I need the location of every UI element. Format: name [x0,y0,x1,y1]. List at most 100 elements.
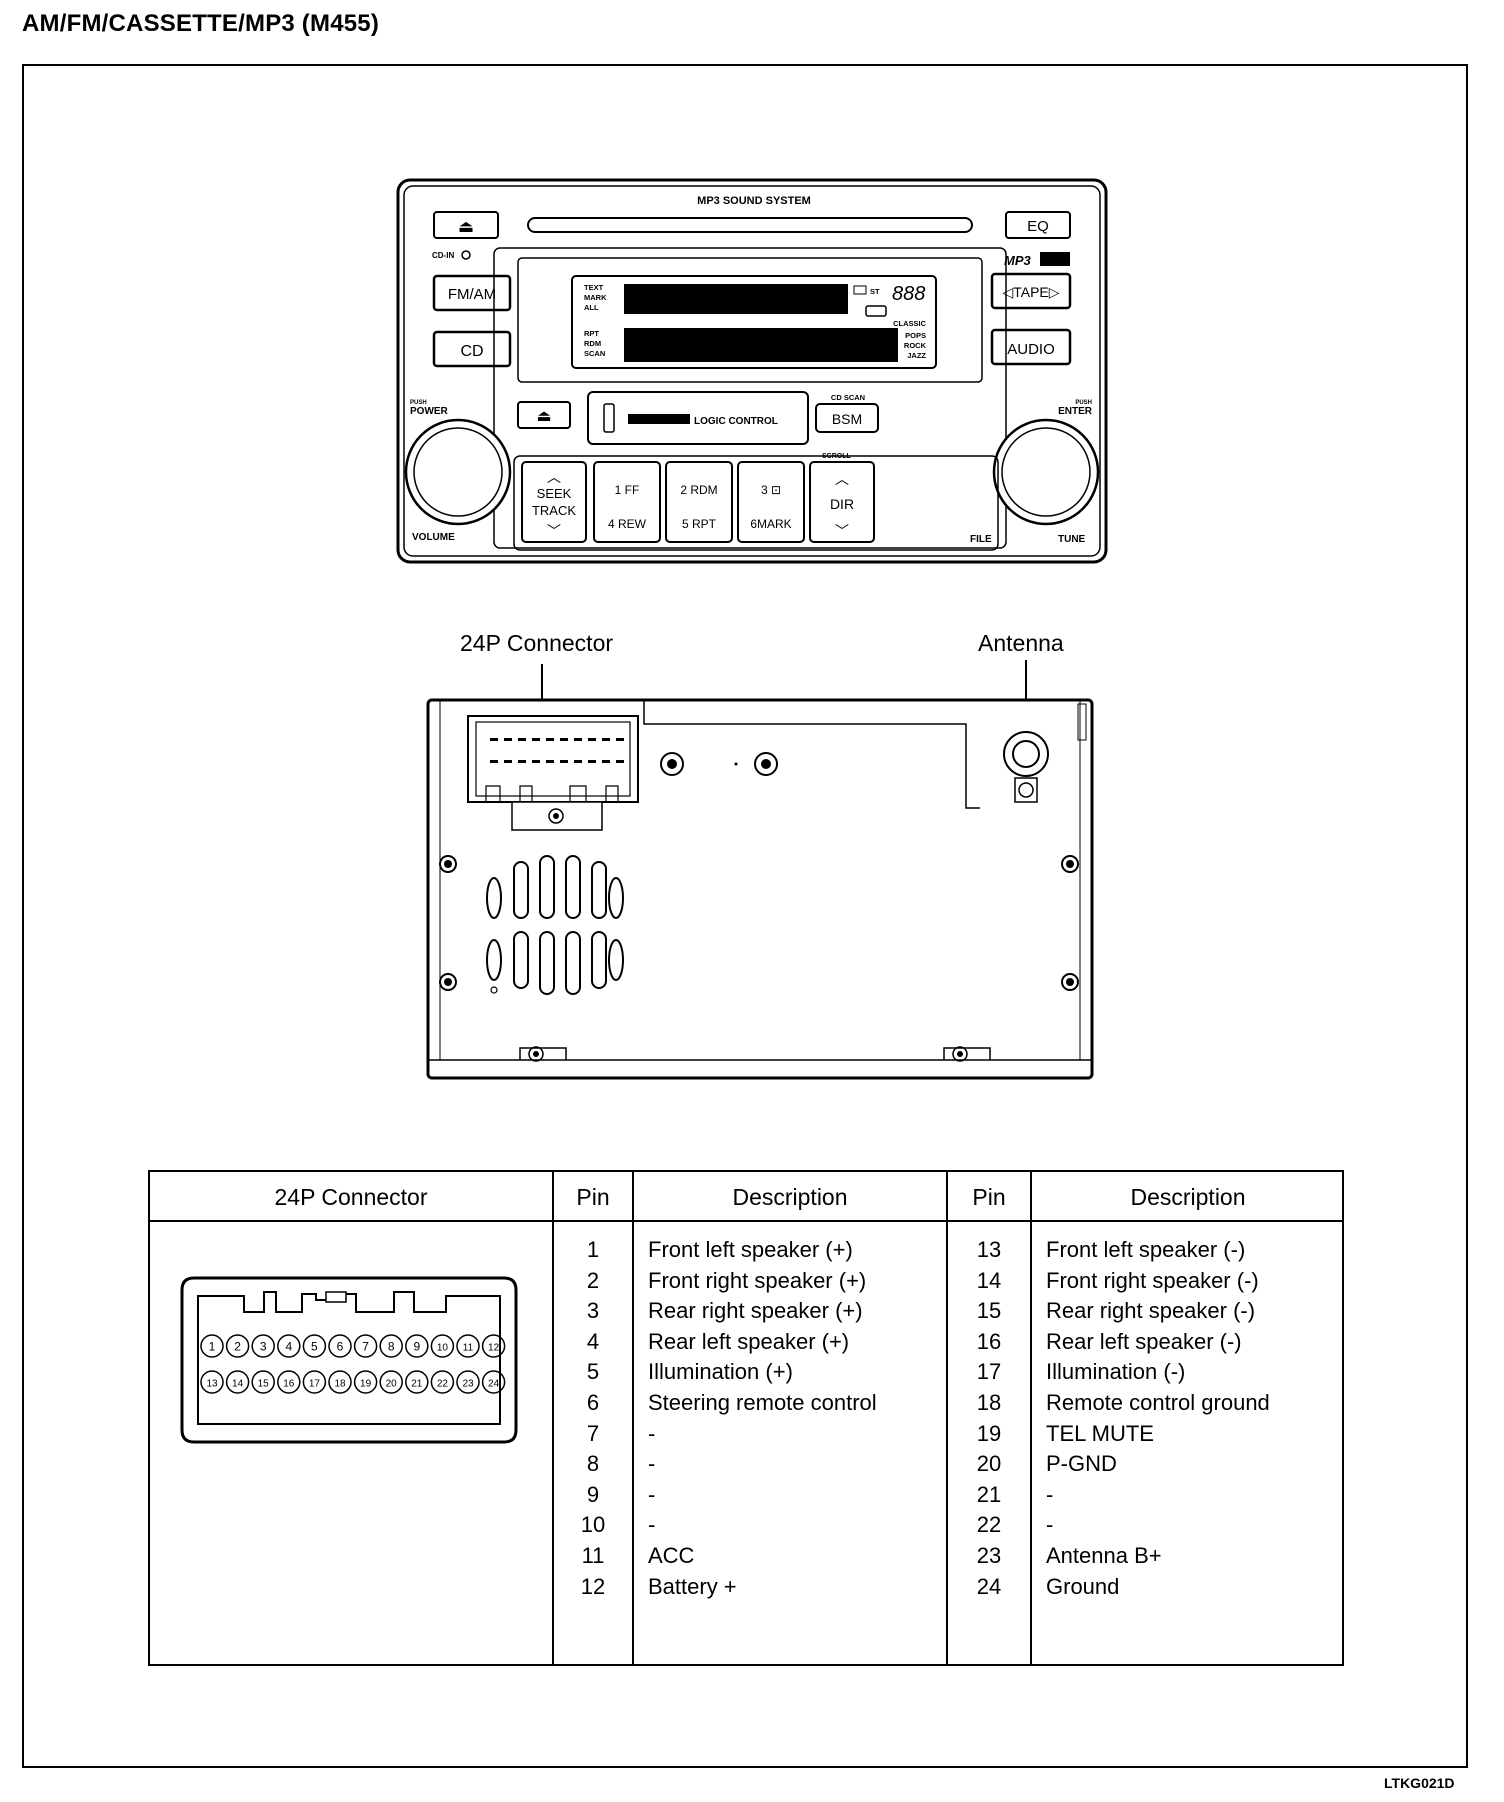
rear-24p-connector [467,715,639,831]
pin-description: Ground [1046,1573,1120,1599]
header-pin-left: Pin [576,1184,610,1210]
connector-pin-circle [430,1370,455,1394]
audio-button-label: AUDIO [1007,341,1055,358]
pin-number: 16 [976,1328,1002,1354]
system-name-label: MP3 SOUND SYSTEM [697,195,811,207]
connector-pin-circle [353,1370,378,1394]
tape-button[interactable]: ◁TAPE▷ [990,272,1072,310]
pin-description: P-GND [1046,1451,1117,1477]
connector-pin-circle [405,1370,429,1394]
pin-description: Battery + [648,1573,737,1599]
audio-button[interactable]: AUDIO [990,328,1072,366]
connector-pin-circle [302,1334,327,1358]
pin-description: Antenna B+ [1046,1543,1162,1568]
connector-pin-number: 17 [309,1379,321,1390]
connector-pin-circle [251,1370,275,1394]
pin-description: - [1046,1481,1054,1507]
disc-logo-icon [1040,252,1070,266]
header-pin-right: Pin [972,1184,1006,1210]
tape-eject-button[interactable]: ⏏ [517,401,571,429]
connector-pin-number: 4 [285,1340,292,1354]
volume-knob[interactable] [404,418,512,526]
connector-pin-number: 16 [283,1379,295,1390]
connector-pin-circle [225,1334,250,1358]
bsm-button[interactable]: BSM [815,403,879,433]
preset-1-label: 1 FF [615,483,640,497]
connector-pin-number: 15 [258,1379,270,1390]
connector-pin-number: 14 [232,1379,244,1390]
connector-pin-number: 18 [334,1379,346,1390]
cd-button-label: CD [460,343,483,360]
pin-description: Rear left speaker (+) [648,1328,850,1354]
enter-label: ENTER [1058,406,1093,417]
header-description-right: Description [1130,1184,1246,1210]
connector-pin-circle [456,1334,480,1358]
display-eq-rock: ROCK [904,341,927,350]
fm-am-button[interactable]: FM/AM [432,274,512,312]
pin-number: 17 [976,1359,1002,1385]
rear-connector-label: 24P Connector [460,630,614,656]
diagram-frame [22,64,1468,1768]
pin-number: 18 [976,1390,1002,1415]
pin-number: 6 [586,1390,600,1415]
display-st-indicator: ST [870,287,880,296]
screw-icon [439,855,457,873]
pin-number: 22 [976,1512,1002,1538]
pin-description: Remote control ground [1046,1390,1270,1415]
cd-in-label: CD-IN [432,251,454,260]
connector-pin-circle [430,1334,455,1358]
cd-button[interactable]: CD [432,330,512,368]
cassette-door[interactable] [587,391,809,445]
dolby-logo-icon [628,414,690,424]
preset-5-label: 5 RPT [682,517,717,531]
display-eq-classic: CLASSIC [893,319,927,328]
pin-description: TEL MUTE [1046,1420,1154,1446]
display-digits: 888 [892,283,925,305]
tune-knob[interactable] [992,418,1100,526]
display-mode-scan: SCAN [584,349,605,358]
bsm-button-label: BSM [832,411,862,427]
pin-table: 24P Connector Pin Description Pin Descri… [148,1170,1344,1666]
screw-icon [1061,855,1079,873]
pin-description: Rear left speaker (-) [1046,1328,1242,1354]
pin-description: Steering remote control [648,1390,877,1415]
display-mode-text: TEXT [584,283,604,292]
cd-in-indicator-icon [461,250,471,260]
file-label: FILE [970,534,992,545]
pin-number: 14 [976,1267,1002,1293]
chevron-up-icon: ︿ [835,471,849,487]
eject-icon: ⏏ [536,408,551,425]
connector-pin-number: 8 [388,1340,395,1354]
connector-pin-circle [328,1334,352,1358]
connector-pin-circle [200,1370,224,1394]
display-mode-mark: MARK [584,293,607,302]
pin-description: ACC [648,1543,695,1568]
preset-4-label: 4 REW [608,517,647,531]
cd-eject-button[interactable]: ⏏ [433,211,499,239]
connector-pin-number: 9 [413,1340,420,1354]
connector-pin-number: 6 [337,1340,344,1354]
speaker-vent [486,855,624,995]
antenna-jack [1003,731,1049,803]
seek-track-button[interactable]: ︿ SEEK TRACK ﹀ [521,461,587,543]
dir-button[interactable]: ︿ DIR ﹀ [809,461,875,543]
tune-label: TUNE [1058,534,1086,545]
pin-number: 19 [976,1420,1002,1446]
page-title: AM/FM/CASSETTE/MP3 (M455) [22,10,380,37]
pin-description: Front left speaker (-) [1046,1237,1246,1262]
connector-pin-number: 24 [488,1379,500,1390]
pin-description: Illumination (-) [1046,1359,1186,1385]
pin-number: 7 [586,1420,600,1446]
display-disc-icon [865,305,887,317]
radio-front-panel: MP3 SOUND SYSTEM ⏏ CD-IN EQ MP3 FM/AM CD… [396,178,1108,564]
seek-label: SEEK [537,486,572,501]
cd-slot[interactable] [527,217,973,233]
preset-3-6-button[interactable]: 3 ⊡ 6MARK [737,461,805,543]
eq-button[interactable]: EQ [1005,211,1071,239]
preset-1-4-button[interactable]: 1 FF 4 REW [593,461,661,543]
connector-pin-number: 11 [463,1343,474,1354]
preset-2-5-button[interactable]: 2 RDM 5 RPT [665,461,733,543]
pin-description: - [1046,1512,1054,1538]
rear-antenna-label: Antenna [978,630,1064,656]
connector-pin-circle [456,1370,480,1394]
